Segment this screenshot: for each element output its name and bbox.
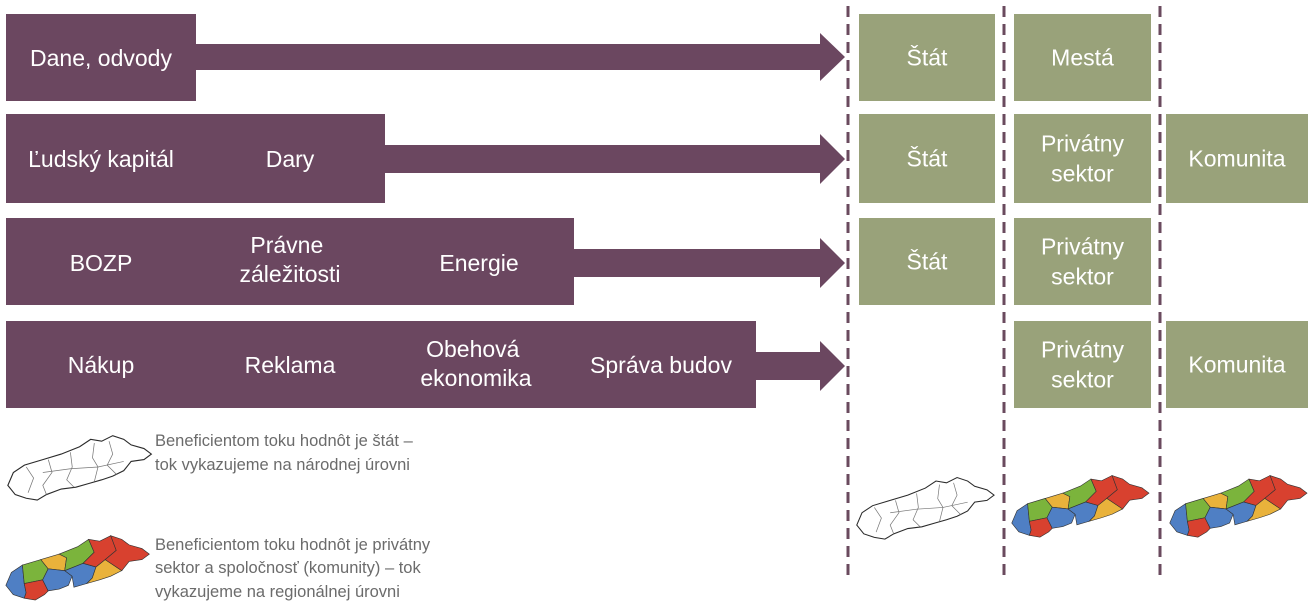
beneficiary-box-bg: [1014, 114, 1151, 203]
beneficiary-label: Štát: [907, 145, 949, 172]
category-label: BOZP: [70, 250, 133, 276]
beneficiary-label-line: sektor: [1051, 161, 1114, 187]
beneficiary-box-bg: [859, 114, 995, 203]
slovakia-regions-map-icon: [5, 535, 150, 601]
beneficiary-label-line: Privátny: [1041, 131, 1125, 157]
beneficiary-label-line: Privátny: [1041, 337, 1125, 363]
flow-box: [6, 218, 574, 305]
flow-row-2: Ľudský kapitál Dary: [6, 114, 845, 203]
flow-box: [6, 321, 756, 408]
beneficiary-box-bg: [1014, 218, 1151, 305]
flow-row-4: Nákup Reklama Obehová ekonomika Správa b…: [6, 321, 845, 408]
category-label: Obehová ekonomika: [420, 336, 531, 391]
flow-box: [6, 14, 196, 101]
beneficiary-box: Štát: [859, 114, 995, 203]
slovakia-regions-map-icon: [1011, 475, 1150, 538]
legend: Beneficientom toku hodnôt je štát – tok …: [5, 432, 431, 601]
flow-arrow: [755, 341, 845, 391]
category-label: Reklama: [245, 352, 336, 378]
category-label: Energie: [439, 250, 518, 276]
beneficiary-box-bg: [859, 218, 995, 305]
beneficiary-label: Komunita: [1188, 352, 1285, 378]
flow-arrow: [195, 33, 845, 81]
beneficiary-box: Komunita: [1166, 321, 1308, 408]
beneficiary-label-line: sektor: [1051, 367, 1114, 393]
flow-row-1: Dane, odvody: [6, 14, 845, 101]
beneficiary-label-line: sektor: [1051, 264, 1114, 290]
flow-row-3: BOZP Právne záležitosti Energie: [6, 218, 845, 305]
beneficiary-label: Privátny sektor: [1041, 131, 1125, 187]
beneficiary-box-bg: [1014, 14, 1151, 101]
category-label-line-1: Obehová: [426, 336, 520, 362]
beneficiary-box: Štát: [859, 14, 995, 101]
category-label-line-1: Právne: [250, 232, 323, 258]
beneficiary-box-bg: [859, 14, 995, 101]
category-label: Právne záležitosti: [240, 232, 341, 287]
flow-arrow: [384, 134, 845, 184]
legend-regional-line-3: vykazujeme na regionálnej úrovni: [155, 583, 400, 601]
category-label: Dane, odvody: [30, 45, 172, 71]
beneficiary-box-bg: [1014, 321, 1151, 408]
flow-arrow: [573, 238, 845, 288]
slovakia-outline-map-icon: [856, 476, 995, 540]
beneficiary-box: Privátny sektor: [1014, 218, 1151, 305]
beneficiary-box: Štát: [859, 218, 995, 305]
beneficiary-label: Mestá: [1051, 45, 1114, 71]
flow-box: [6, 114, 385, 203]
category-label: Nákup: [68, 352, 134, 378]
legend-regional-line-2: sektor a spoločnosť (komunity) – tok: [155, 559, 421, 577]
beneficiary-box: Privátny sektor: [1014, 114, 1151, 203]
category-label-line-2: ekonomika: [420, 365, 531, 391]
legend-national-line-2: tok vykazujeme na národnej úrovni: [155, 456, 410, 474]
category-label: Ľudský kapitál: [28, 146, 174, 172]
beneficiary-label: Štát: [907, 44, 949, 71]
beneficiary-label: Štát: [907, 248, 949, 275]
beneficiary-label: Komunita: [1188, 146, 1285, 172]
beneficiary-box-bg: [1166, 114, 1308, 203]
category-label-line-2: záležitosti: [240, 261, 341, 287]
beneficiary-box-bg: [1166, 321, 1308, 408]
beneficiary-label: Privátny sektor: [1041, 234, 1125, 290]
category-label: Správa budov: [590, 352, 732, 378]
beneficiary-box: Privátny sektor: [1014, 321, 1151, 408]
beneficiary-box: Komunita: [1166, 114, 1308, 203]
beneficiary-label-line: Privátny: [1041, 234, 1125, 260]
beneficiary-label: Privátny sektor: [1041, 337, 1125, 393]
category-label: Dary: [266, 146, 315, 172]
slovakia-outline-map-icon: [7, 435, 152, 501]
beneficiary-box: Mestá: [1014, 14, 1151, 101]
legend-national-line-1: Beneficientom toku hodnôt je štát –: [155, 432, 414, 450]
slovakia-regions-map-icon: [1169, 475, 1308, 538]
legend-regional-line-1: Beneficientom toku hodnôt je privátny: [155, 536, 431, 554]
